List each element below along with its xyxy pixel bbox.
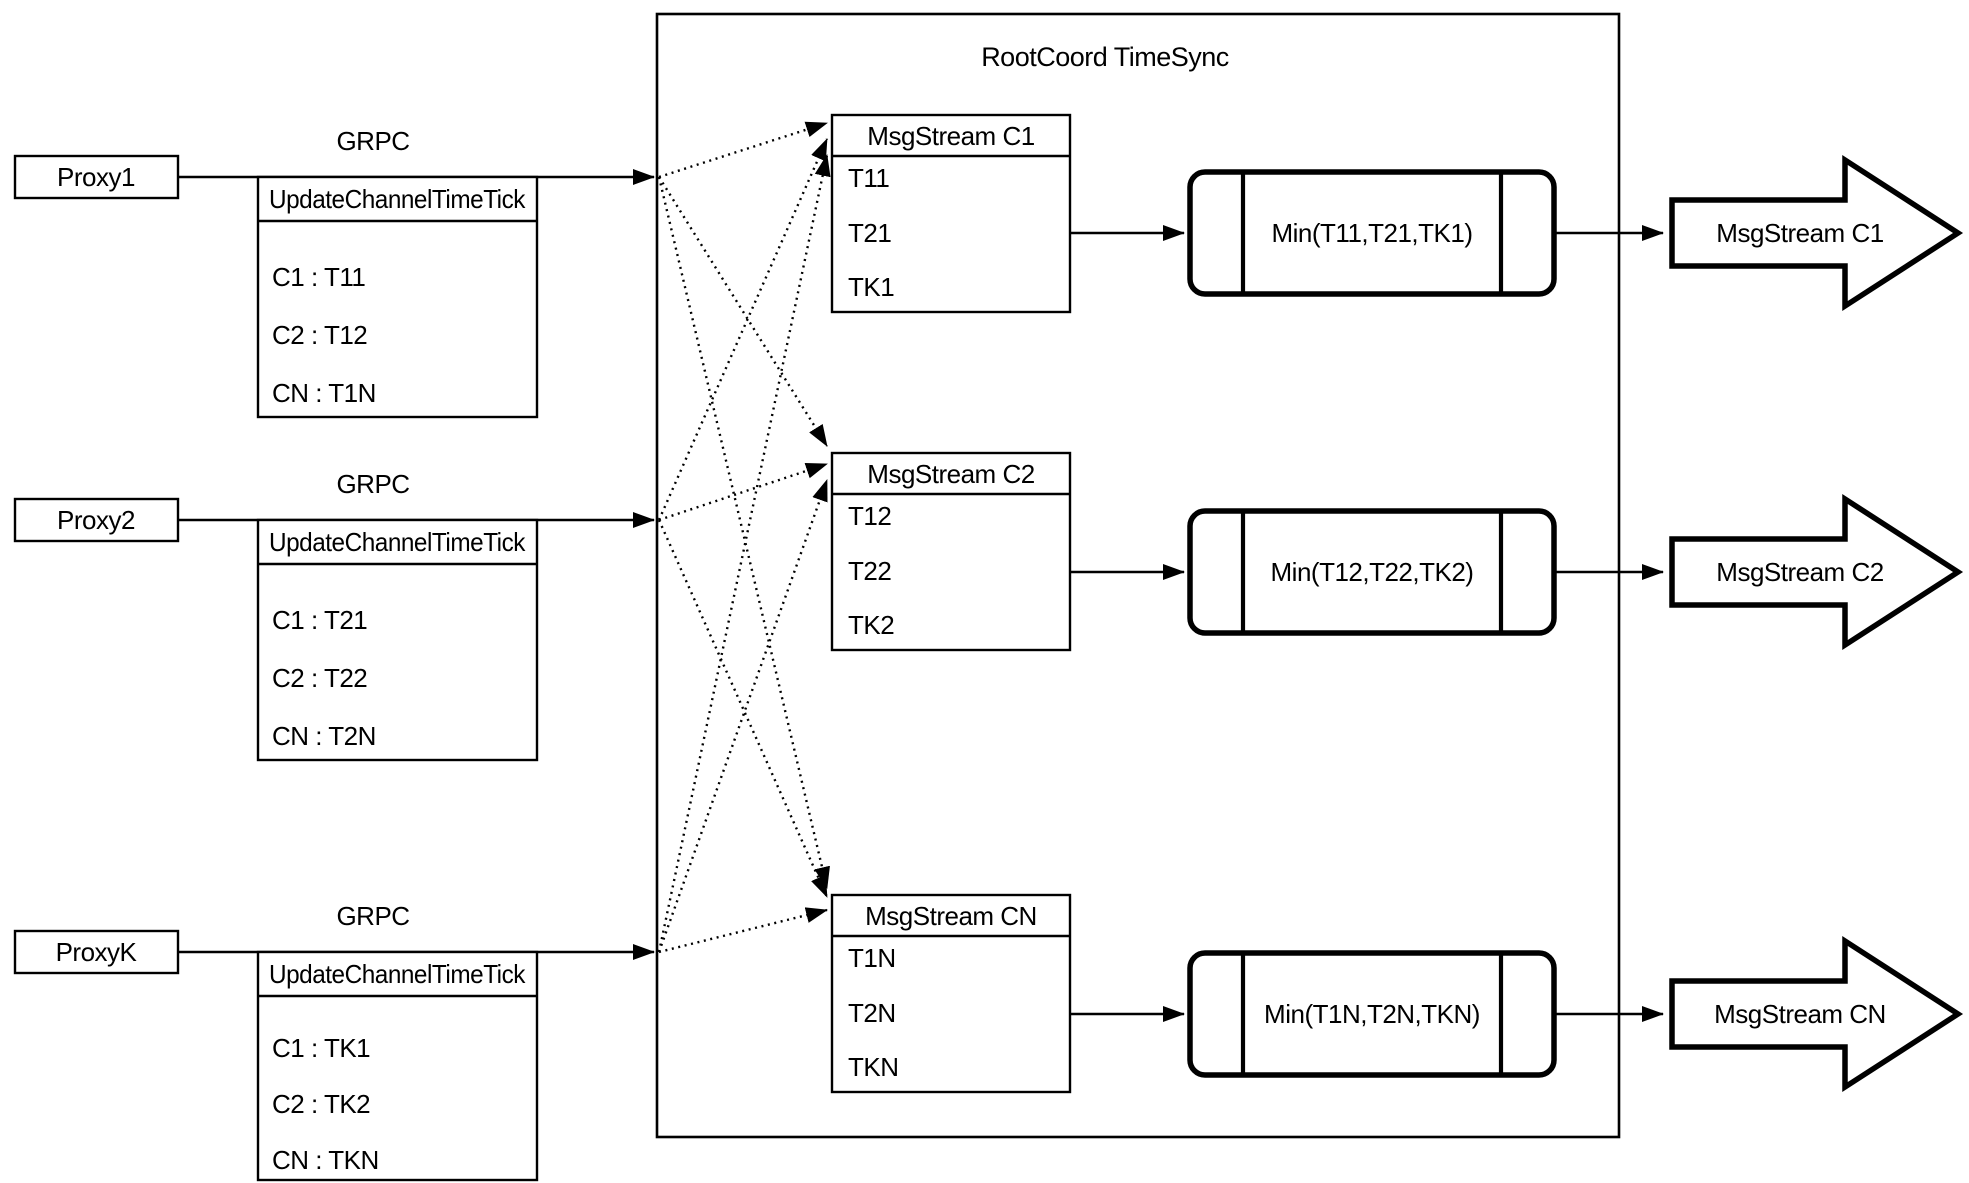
msgstream-cn-table: MsgStream CN T1N T2N TKN [830,893,1072,1094]
table-row: CN : T2N [272,721,376,751]
table-row: TK2 [848,610,894,640]
output-arrow-c1 [1669,154,1964,312]
proxy1-box [13,154,180,200]
timetick-fanout-arrow [657,519,829,898]
timetick-fanout-arrow [658,462,828,522]
timetick-fanout-arrow [657,176,830,889]
grpc-label: GRPC [336,901,409,931]
table-title: MsgStream CN [865,901,1037,931]
proxy2-label: Proxy2 [57,505,135,535]
table-row: T12 [848,501,891,531]
timetick-fanout-arrow [658,907,828,954]
output-arrow-cn [1669,935,1964,1093]
timetick-fanout-arrow [657,176,829,447]
update-channel-timetick-table: UpdateChannelTimeTick C1 : T11 C2 : T12 … [256,175,539,419]
table-title: MsgStream C1 [867,121,1034,151]
proxy2-box [13,497,180,543]
table-frame [830,451,1072,652]
min-aggregator-box: Min(T1N,T2N,TKN) [1187,950,1557,1078]
table-title: UpdateChannelTimeTick [269,184,526,214]
msgstream-c1-table: MsgStream C1 T11 T21 TK1 [830,113,1072,314]
rootcoord-box [655,12,1621,1139]
table-row: C1 : T11 [272,262,365,292]
timetick-fanout-web [657,121,831,954]
table-row: T22 [848,556,891,586]
table-row: C2 : T12 [272,320,367,350]
table-row: TK1 [848,272,894,302]
channel-cn-group: MsgStream CN T1N T2N TKN Min(T1N,T2N,TKN… [830,893,1964,1094]
proxy2-group: Proxy2 GRPC UpdateChannelTimeTick C1 : T… [13,469,655,762]
table-title: UpdateChannelTimeTick [269,959,526,989]
table-title: UpdateChannelTimeTick [269,527,526,557]
table-frame [256,175,539,419]
proxy1-group: Proxy1 GRPC UpdateChannelTimeTick C1 : T… [13,126,655,419]
table-frame [256,950,539,1182]
table-row: C1 : T21 [272,605,367,635]
table-row: CN : T1N [272,378,376,408]
grpc-label: GRPC [336,469,409,499]
timetick-fanout-arrow [657,479,829,953]
table-row: T2N [848,998,896,1028]
table-title: MsgStream C2 [867,459,1034,489]
update-channel-timetick-table: UpdateChannelTimeTick C1 : T21 C2 : T22 … [256,518,539,762]
table-row: C1 : TK1 [272,1033,370,1063]
proxyk-group: ProxyK GRPC UpdateChannelTimeTick C1 : T… [13,901,655,1182]
output-arrow-label: MsgStream C2 [1716,557,1883,587]
channel-c1-group: MsgStream C1 T11 T21 TK1 Min(T11,T21,TK1… [830,113,1964,314]
grpc-label: GRPC [336,126,409,156]
table-row: T1N [848,943,896,973]
min-aggregator-box: Min(T12,T22,TK2) [1187,508,1557,636]
table-row: T11 [848,163,889,193]
output-arrow-c2 [1669,493,1964,651]
update-channel-timetick-table: UpdateChannelTimeTick C1 : TK1 C2 : TK2 … [256,950,539,1182]
timetick-fanout-arrow [658,121,828,179]
rootcoord-title: RootCoord TimeSync [981,42,1229,72]
proxyk-label: ProxyK [56,937,138,967]
table-frame [256,518,539,762]
output-arrow-label: MsgStream C1 [1716,218,1883,248]
table-row: C2 : TK2 [272,1089,370,1119]
min-label: Min(T1N,T2N,TKN) [1264,999,1480,1029]
channel-c2-group: MsgStream C2 T12 T22 TK2 Min(T12,T22,TK2… [830,451,1964,652]
output-arrow-label: MsgStream CN [1714,999,1886,1029]
timetick-fanout-arrow [657,138,829,521]
min-aggregator-box: Min(T11,T21,TK1) [1187,169,1557,297]
msgstream-c2-table: MsgStream C2 T12 T22 TK2 [830,451,1072,652]
table-frame [830,893,1072,1094]
proxy1-label: Proxy1 [57,162,135,192]
table-row: T21 [848,218,891,248]
min-label: Min(T11,T21,TK1) [1271,218,1472,248]
min-label: Min(T12,T22,TK2) [1271,557,1474,587]
table-row: TKN [848,1052,899,1082]
table-row: C2 : T22 [272,663,367,693]
table-frame [830,113,1072,314]
table-row: CN : TKN [272,1145,379,1175]
